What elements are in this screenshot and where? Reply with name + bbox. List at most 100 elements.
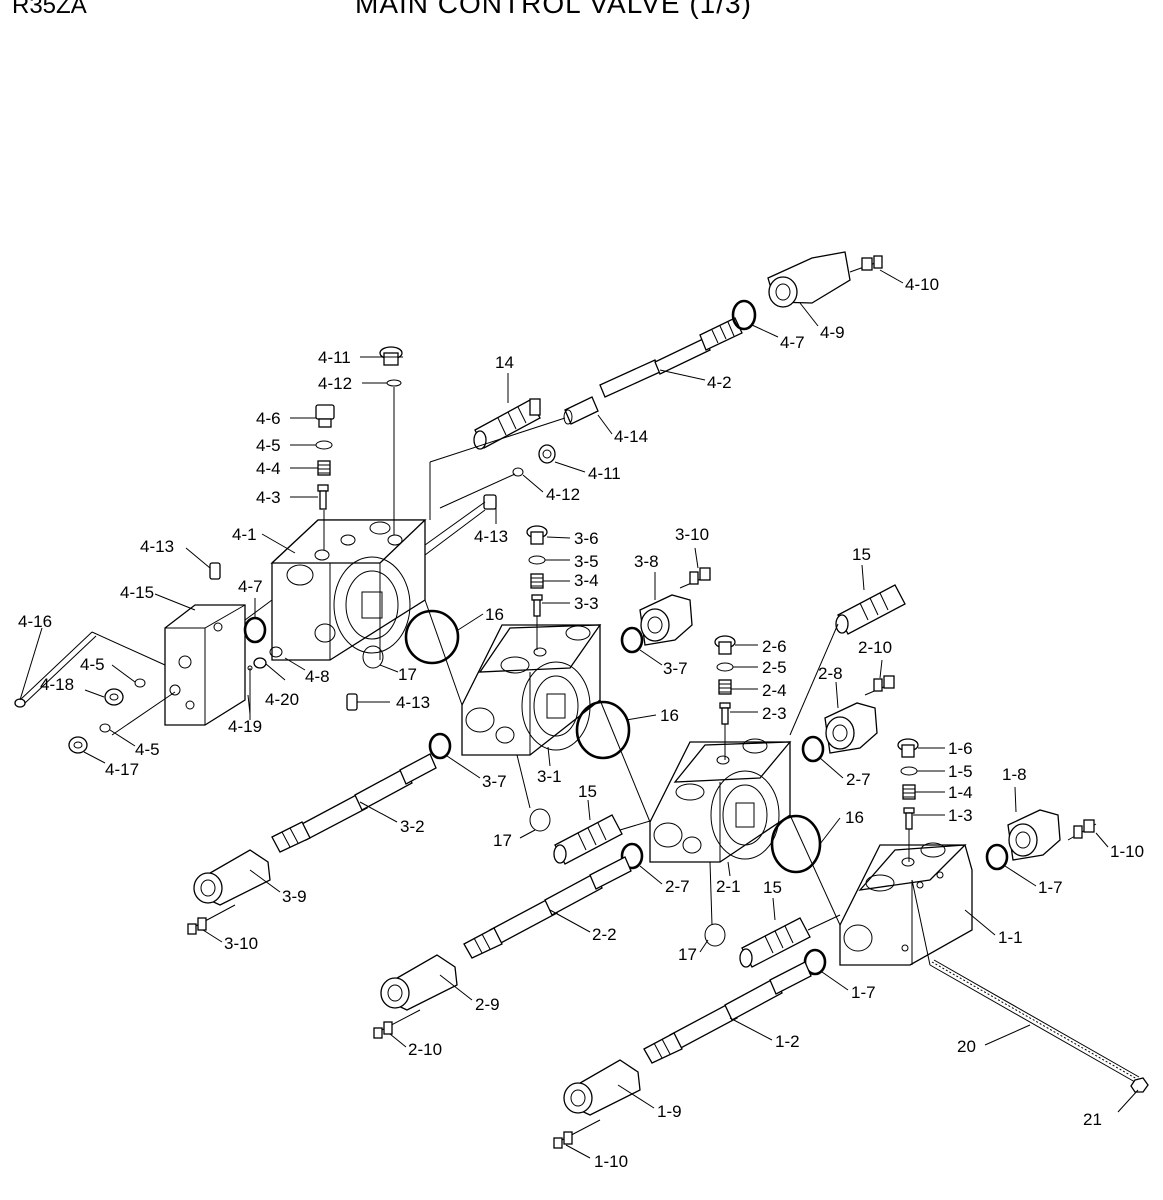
sleeve-4-14[interactable] [563, 396, 599, 425]
oring-4-12-a[interactable] [386, 379, 402, 387]
nut-21[interactable] [1130, 1077, 1149, 1093]
oring-17-a[interactable] [362, 645, 384, 669]
bolt-1-10-b[interactable] [553, 1119, 601, 1149]
callout-1-8: 1-8 [1002, 765, 1027, 784]
bolt-2-10-a[interactable] [864, 675, 895, 696]
plug-4-17[interactable] [68, 736, 88, 754]
plug-3-6[interactable] [526, 525, 548, 545]
bolt-3-10-a[interactable] [679, 567, 711, 589]
callout-1-10: 1-10 [594, 1152, 628, 1171]
callout-4-11: 4-11 [318, 348, 351, 367]
callout-4-5: 4-5 [256, 436, 281, 455]
callout-4-13: 4-13 [474, 527, 508, 546]
callout-3-1: 3-1 [537, 767, 562, 786]
cap-4-9[interactable] [767, 251, 851, 308]
setscrew-4-13-b[interactable] [483, 494, 497, 510]
poppet-1-3[interactable] [903, 807, 915, 830]
plug-4-20[interactable] [253, 657, 267, 669]
oring-1-7-a[interactable] [985, 843, 1009, 871]
callout-4-16: 4-16 [18, 612, 52, 631]
plug-4-6[interactable] [315, 404, 335, 428]
callout-4-17: 4-17 [105, 760, 139, 779]
setscrew-4-13-a[interactable] [209, 562, 221, 580]
spool-3-2[interactable] [271, 753, 437, 853]
valve-section-4 [14, 251, 883, 754]
cap-3-9[interactable] [193, 849, 271, 906]
bolt-3-10-b[interactable] [187, 904, 236, 935]
spool-1-2[interactable] [643, 961, 812, 1064]
cap-2-8[interactable] [824, 702, 878, 754]
spring-2-4[interactable] [718, 679, 732, 695]
oring-3-5[interactable] [528, 555, 546, 565]
spring-4-4[interactable] [317, 460, 331, 476]
bolt-1-10-a[interactable] [1067, 819, 1097, 841]
valve-block-3-1[interactable] [461, 624, 602, 756]
spool-2-2[interactable] [463, 856, 632, 959]
callout-16: 16 [660, 706, 679, 725]
oring-4-5-c[interactable] [99, 723, 111, 733]
bolt-2-10-b[interactable] [373, 1009, 421, 1039]
oring-3-7-b[interactable] [428, 732, 452, 760]
cap-1-8[interactable] [1007, 809, 1061, 861]
relief-valve-15-b[interactable] [835, 584, 906, 635]
spring-3-4[interactable] [530, 573, 544, 589]
plug-4-11-b[interactable] [538, 444, 556, 464]
valve-section-3 [187, 525, 711, 935]
callout-3-3: 3-3 [574, 594, 599, 613]
oring-4-7-b[interactable] [243, 616, 267, 644]
callout-4-7: 4-7 [238, 577, 263, 596]
relief-valve-15-a[interactable] [553, 814, 623, 865]
oring-17-c[interactable] [704, 923, 726, 947]
callout-4-8: 4-8 [305, 667, 330, 686]
bolt-4-10[interactable] [849, 255, 883, 273]
plug-1-6[interactable] [897, 738, 919, 758]
poppet-3-3[interactable] [531, 594, 543, 617]
diagram-title: MAIN CONTROL VALVE (1/3) [355, 0, 752, 19]
end-cover-4-15[interactable] [164, 604, 246, 726]
callout-14: 14 [495, 353, 514, 372]
callout-21: 21 [1083, 1110, 1102, 1129]
relief-valve-15-c[interactable] [739, 917, 811, 968]
oring-4-5-b[interactable] [134, 678, 146, 688]
oring-16-b[interactable] [575, 700, 631, 760]
oring-3-7-a[interactable] [620, 626, 644, 654]
poppet-2-3[interactable] [719, 702, 731, 725]
tie-bolt-4-16[interactable] [14, 631, 97, 708]
callout-15: 15 [763, 878, 782, 897]
setscrew-4-13-c[interactable] [346, 693, 358, 711]
valve-block-4-1[interactable] [270, 519, 427, 661]
oring-16-a[interactable] [404, 609, 460, 665]
callout-4-20: 4-20 [265, 690, 299, 709]
cap-1-9[interactable] [563, 1059, 641, 1116]
oring-2-5[interactable] [716, 662, 734, 672]
callout-3-10: 3-10 [224, 934, 258, 953]
callout-1-3: 1-3 [948, 806, 973, 825]
callout-4-14: 4-14 [614, 427, 648, 446]
callout-4-3: 4-3 [256, 488, 281, 507]
oring-4-5-a[interactable] [315, 440, 333, 450]
plug-4-8[interactable] [269, 646, 283, 658]
oring-2-7-a[interactable] [801, 735, 825, 763]
valve-block-1-1[interactable] [839, 842, 973, 966]
callout-3-9: 3-9 [282, 887, 307, 906]
relief-valve-14[interactable] [473, 398, 541, 450]
cap-2-9[interactable] [380, 954, 458, 1011]
oring-16-c[interactable] [770, 814, 822, 874]
tie-rod-20[interactable] [929, 959, 1140, 1083]
cap-3-8[interactable] [639, 594, 693, 646]
plug-4-18[interactable] [104, 688, 124, 706]
oring-2-7-b[interactable] [620, 842, 644, 870]
spool-4-2[interactable] [599, 317, 743, 398]
valve-block-2-1[interactable] [649, 738, 792, 863]
callout-1-7: 1-7 [1038, 878, 1063, 897]
oring-1-5[interactable] [900, 766, 918, 776]
callout-1-6: 1-6 [948, 739, 973, 758]
spring-1-4[interactable] [902, 784, 916, 800]
plug-2-6[interactable] [714, 635, 736, 655]
plug-4-11-a[interactable] [379, 346, 403, 366]
oring-4-7-a[interactable] [731, 299, 757, 331]
oring-17-b[interactable] [529, 808, 551, 832]
oring-4-12-b[interactable] [512, 467, 524, 477]
callout-2-6: 2-6 [762, 637, 787, 656]
poppet-4-3[interactable] [317, 484, 329, 510]
